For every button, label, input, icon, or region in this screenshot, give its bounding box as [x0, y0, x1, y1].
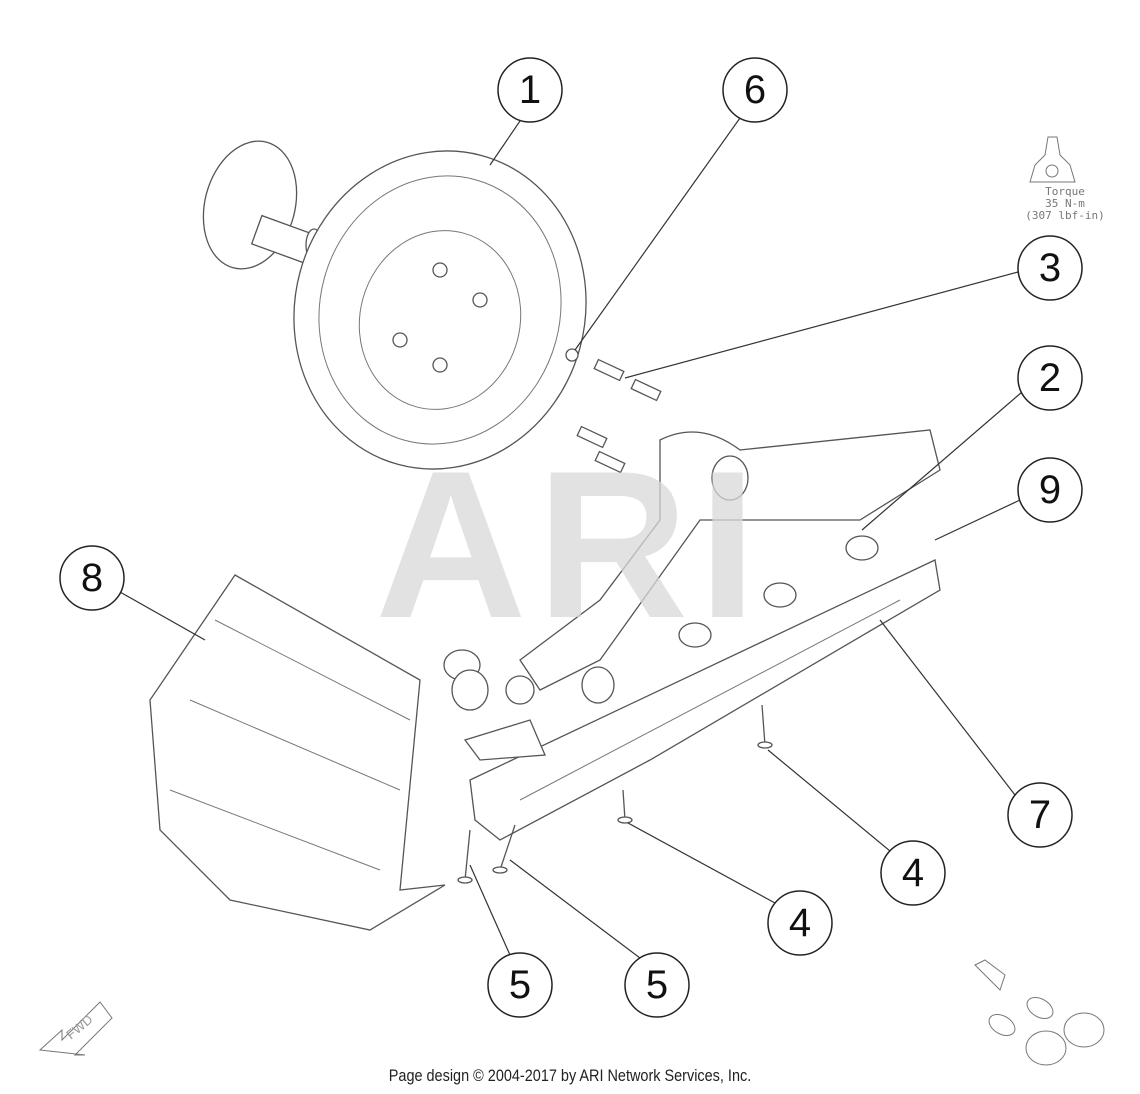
callout-9[interactable]: 9 — [1017, 457, 1083, 523]
bolts-part — [565, 348, 662, 474]
callout-6[interactable]: 6 — [722, 57, 788, 123]
suspension-arm-part — [443, 429, 941, 711]
torque-spec: Torque 35 N-m (307 lbf-in) — [1020, 186, 1110, 222]
svg-text:4: 4 — [902, 851, 924, 895]
svg-text:6: 6 — [744, 68, 766, 112]
callout-2[interactable]: 2 — [1017, 345, 1083, 411]
callout-4b[interactable]: 4 — [767, 890, 833, 956]
drive-wheel-part — [293, 150, 587, 470]
svg-text:1: 1 — [519, 68, 541, 112]
fwd-arrow-icon: FWD — [38, 1001, 113, 1056]
callout-8[interactable]: 8 — [59, 545, 125, 611]
torque-bottle-icon — [1029, 136, 1076, 183]
caps-part — [988, 997, 1105, 1066]
callout-1[interactable]: 1 — [497, 57, 563, 123]
torque-label: Torque — [1045, 185, 1085, 198]
torque-metric: 35 N-m — [1045, 197, 1085, 210]
callout-4a[interactable]: 4 — [880, 840, 946, 906]
pins-part — [457, 704, 773, 884]
svg-text:FWD: FWD — [63, 1012, 95, 1043]
footer-copyright: Page design © 2004-2017 by ARI Network S… — [388, 1066, 752, 1085]
svg-text:7: 7 — [1029, 793, 1051, 837]
fwd-small-arrow-icon — [974, 959, 1006, 991]
svg-text:2: 2 — [1039, 356, 1061, 400]
callout-5a[interactable]: 5 — [487, 952, 553, 1018]
callout-5b[interactable]: 5 — [624, 952, 690, 1018]
ski-runner-part — [463, 559, 941, 841]
svg-text:5: 5 — [646, 963, 668, 1007]
leader-lines — [119, 117, 1023, 959]
callout-7[interactable]: 7 — [1007, 782, 1073, 848]
torque-imperial: (307 lbf-in) — [1025, 209, 1105, 222]
svg-text:3: 3 — [1039, 246, 1061, 290]
svg-text:8: 8 — [81, 556, 103, 600]
svg-text:4: 4 — [789, 901, 811, 945]
hub-part — [202, 140, 323, 270]
track-segment-part — [149, 574, 446, 931]
callout-3[interactable]: 3 — [1017, 235, 1083, 301]
svg-text:5: 5 — [509, 963, 531, 1007]
svg-text:9: 9 — [1039, 468, 1061, 512]
